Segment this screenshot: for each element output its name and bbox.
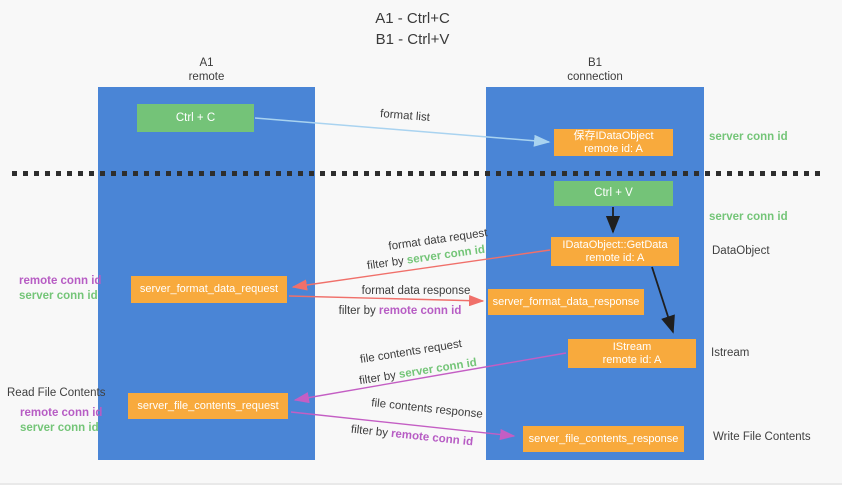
node-istream: IStream remote id: A: [568, 339, 696, 368]
right-istream-label: Istream: [711, 347, 750, 359]
node-format-response-label: server_format_data_response: [492, 295, 640, 308]
right-server-conn-id-1: server conn id: [709, 131, 788, 143]
node-server-file-contents-request: server_file_contents_request: [128, 393, 288, 419]
node-file-response-label: server_file_contents_response: [528, 432, 679, 445]
right-write-file-contents-label: Write File Contents: [713, 431, 811, 443]
lane-b1-name: B1: [587, 57, 603, 69]
node-ctrl-c-label: Ctrl + C: [175, 111, 216, 124]
node-istream-line1: IStream: [612, 340, 652, 353]
node-ctrl-c: Ctrl + C: [137, 104, 254, 132]
node-file-request-label: server_file_contents_request: [137, 399, 279, 412]
lane-a1-subtitle: remote: [188, 71, 225, 83]
title-line-1: A1 - Ctrl+C: [375, 10, 450, 27]
node-server-file-contents-response: server_file_contents_response: [523, 426, 684, 452]
left-server-conn-id-1: server conn id: [19, 290, 98, 302]
node-server-format-data-response: server_format_data_response: [488, 289, 644, 315]
node-server-format-data-request: server_format_data_request: [131, 276, 287, 303]
node-format-request-label: server_format_data_request: [139, 283, 279, 295]
lane-b1-header: B1 connection: [486, 56, 704, 84]
lane-a1-name: A1: [199, 57, 214, 69]
arrow-file-contents-request: [293, 352, 567, 404]
left-read-file-contents-label: Read File Contents: [7, 387, 106, 399]
node-ctrl-v-label: Ctrl + V: [594, 187, 633, 199]
machine-boundary-dotted-line: [12, 171, 824, 176]
right-server-conn-id-2: server conn id: [709, 211, 788, 223]
arrow-format-data-response: [288, 295, 485, 307]
arrow-getdata-to-istream: [651, 266, 675, 334]
diagram-title: A1 - Ctrl+C B1 - Ctrl+V: [330, 8, 495, 50]
node-save-idataobject: 保存IDataObject remote id: A: [554, 129, 673, 156]
remote-conn-id-text: remote conn id: [378, 305, 462, 317]
node-idataobject-getdata: IDataObject::GetData remote id: A: [551, 237, 679, 266]
node-istream-line2: remote id: A: [602, 353, 662, 366]
node-getdata-line1: IDataObject::GetData: [562, 238, 668, 251]
arrow-format-list: [254, 117, 551, 147]
node-ctrl-v: Ctrl + V: [554, 181, 673, 206]
node-getdata-line2: remote id: A: [585, 251, 645, 264]
node-save-line2: remote id: A: [584, 142, 643, 155]
node-save-line1: 保存IDataObject: [573, 129, 654, 142]
left-server-conn-id-2: server conn id: [20, 422, 99, 434]
title-line-2: B1 - Ctrl+V: [375, 31, 450, 48]
lane-a1-header: A1 remote: [98, 56, 315, 84]
arrow-file-contents-response: [290, 411, 516, 441]
right-dataobject-label: DataObject: [712, 245, 770, 257]
filter-by-text: filter by: [338, 305, 379, 317]
label-filter-by-remote-conn-id-1: filter by remote conn id: [339, 305, 462, 317]
lane-b1-subtitle: connection: [567, 71, 623, 83]
left-remote-conn-id-2: remote conn id: [20, 407, 103, 419]
arrow-format-data-request: [291, 249, 551, 291]
left-remote-conn-id-1: remote conn id: [19, 275, 102, 287]
label-format-data-response: format data response: [361, 285, 471, 297]
